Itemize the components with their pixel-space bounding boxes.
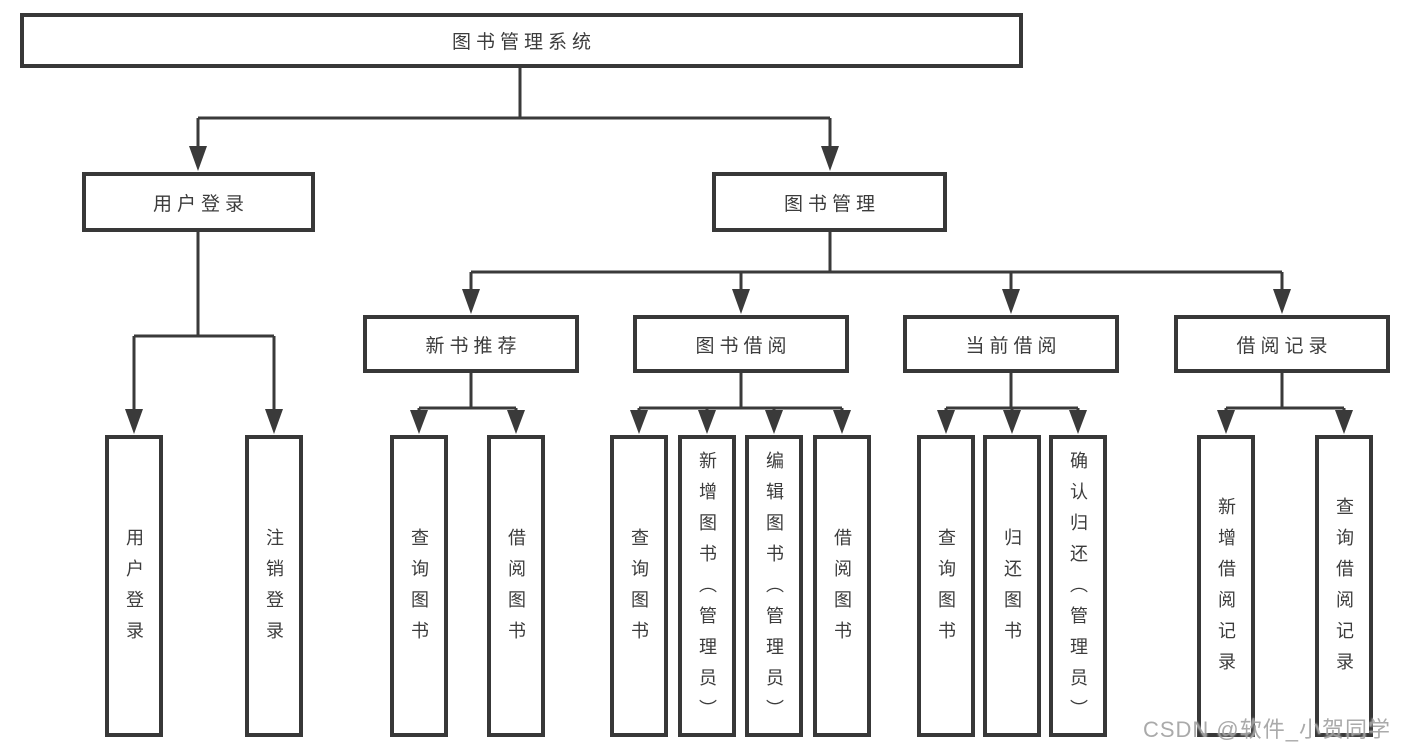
leaf-add-borrow-record-label: 新增借阅记录 — [1216, 497, 1236, 683]
node-user-login-label: 用户登录 — [152, 193, 249, 215]
node-new-book-recommend-label: 新书推荐 — [425, 335, 522, 357]
leaf-query-books-recommend: 查询图书 — [390, 435, 448, 737]
connector-root-to-level2 — [189, 68, 839, 171]
leaf-add-book-admin-label: 新增图书（管理员） — [697, 450, 717, 730]
leaf-edit-book-admin-label: 编辑图书（管理员） — [764, 450, 784, 730]
leaf-query-books-current-label: 查询图书 — [936, 528, 956, 652]
leaf-logout: 注销登录 — [245, 435, 303, 737]
node-root-label: 图书管理系统 — [451, 32, 596, 53]
connector-book-borrow-group — [630, 373, 851, 434]
connector-borrow-records-group — [1217, 373, 1353, 434]
leaf-query-borrow-record-label: 查询借阅记录 — [1334, 497, 1354, 683]
leaf-return-book: 归还图书 — [983, 435, 1041, 737]
node-current-borrow-label: 当前借阅 — [965, 335, 1062, 357]
leaf-query-borrow-record: 查询借阅记录 — [1315, 435, 1373, 737]
leaf-logout-label: 注销登录 — [264, 528, 284, 652]
node-user-login: 用户登录 — [82, 172, 315, 232]
leaf-return-book-label: 归还图书 — [1002, 528, 1022, 652]
leaf-user-login: 用户登录 — [105, 435, 163, 737]
node-book-borrow-label: 图书借阅 — [695, 335, 792, 357]
csdn-watermark: CSDN @软件_小贺同学 — [1142, 717, 1391, 742]
connector-new-book-group — [410, 373, 525, 434]
leaf-edit-book-admin: 编辑图书（管理员） — [745, 435, 803, 737]
leaf-user-login-label: 用户登录 — [124, 528, 144, 652]
leaf-query-books-borrow: 查询图书 — [610, 435, 668, 737]
leaf-query-books-borrow-label: 查询图书 — [629, 528, 649, 652]
leaf-query-books-current: 查询图书 — [917, 435, 975, 737]
connector-current-borrow-group — [937, 373, 1087, 434]
leaf-borrow-books: 借阅图书 — [813, 435, 871, 737]
node-current-borrow: 当前借阅 — [903, 315, 1119, 373]
leaf-confirm-return-admin: 确认归还（管理员） — [1049, 435, 1107, 737]
node-new-book-recommend: 新书推荐 — [363, 315, 579, 373]
leaf-borrow-books-recommend-label: 借阅图书 — [506, 528, 526, 652]
node-borrow-records-label: 借阅记录 — [1236, 335, 1333, 357]
node-borrow-records: 借阅记录 — [1174, 315, 1390, 373]
leaf-add-book-admin: 新增图书（管理员） — [678, 435, 736, 737]
leaf-confirm-return-admin-label: 确认归还（管理员） — [1068, 450, 1088, 730]
leaf-add-borrow-record: 新增借阅记录 — [1197, 435, 1255, 737]
leaf-borrow-books-recommend: 借阅图书 — [487, 435, 545, 737]
connector-user-login-group — [125, 232, 283, 434]
leaf-query-books-recommend-label: 查询图书 — [409, 528, 429, 652]
node-book-borrow: 图书借阅 — [633, 315, 849, 373]
node-book-management: 图书管理 — [712, 172, 947, 232]
connector-book-management-to-groups — [462, 232, 1291, 314]
node-root: 图书管理系统 — [20, 13, 1023, 68]
leaf-borrow-books-label: 借阅图书 — [832, 528, 852, 652]
node-book-management-label: 图书管理 — [783, 193, 880, 215]
